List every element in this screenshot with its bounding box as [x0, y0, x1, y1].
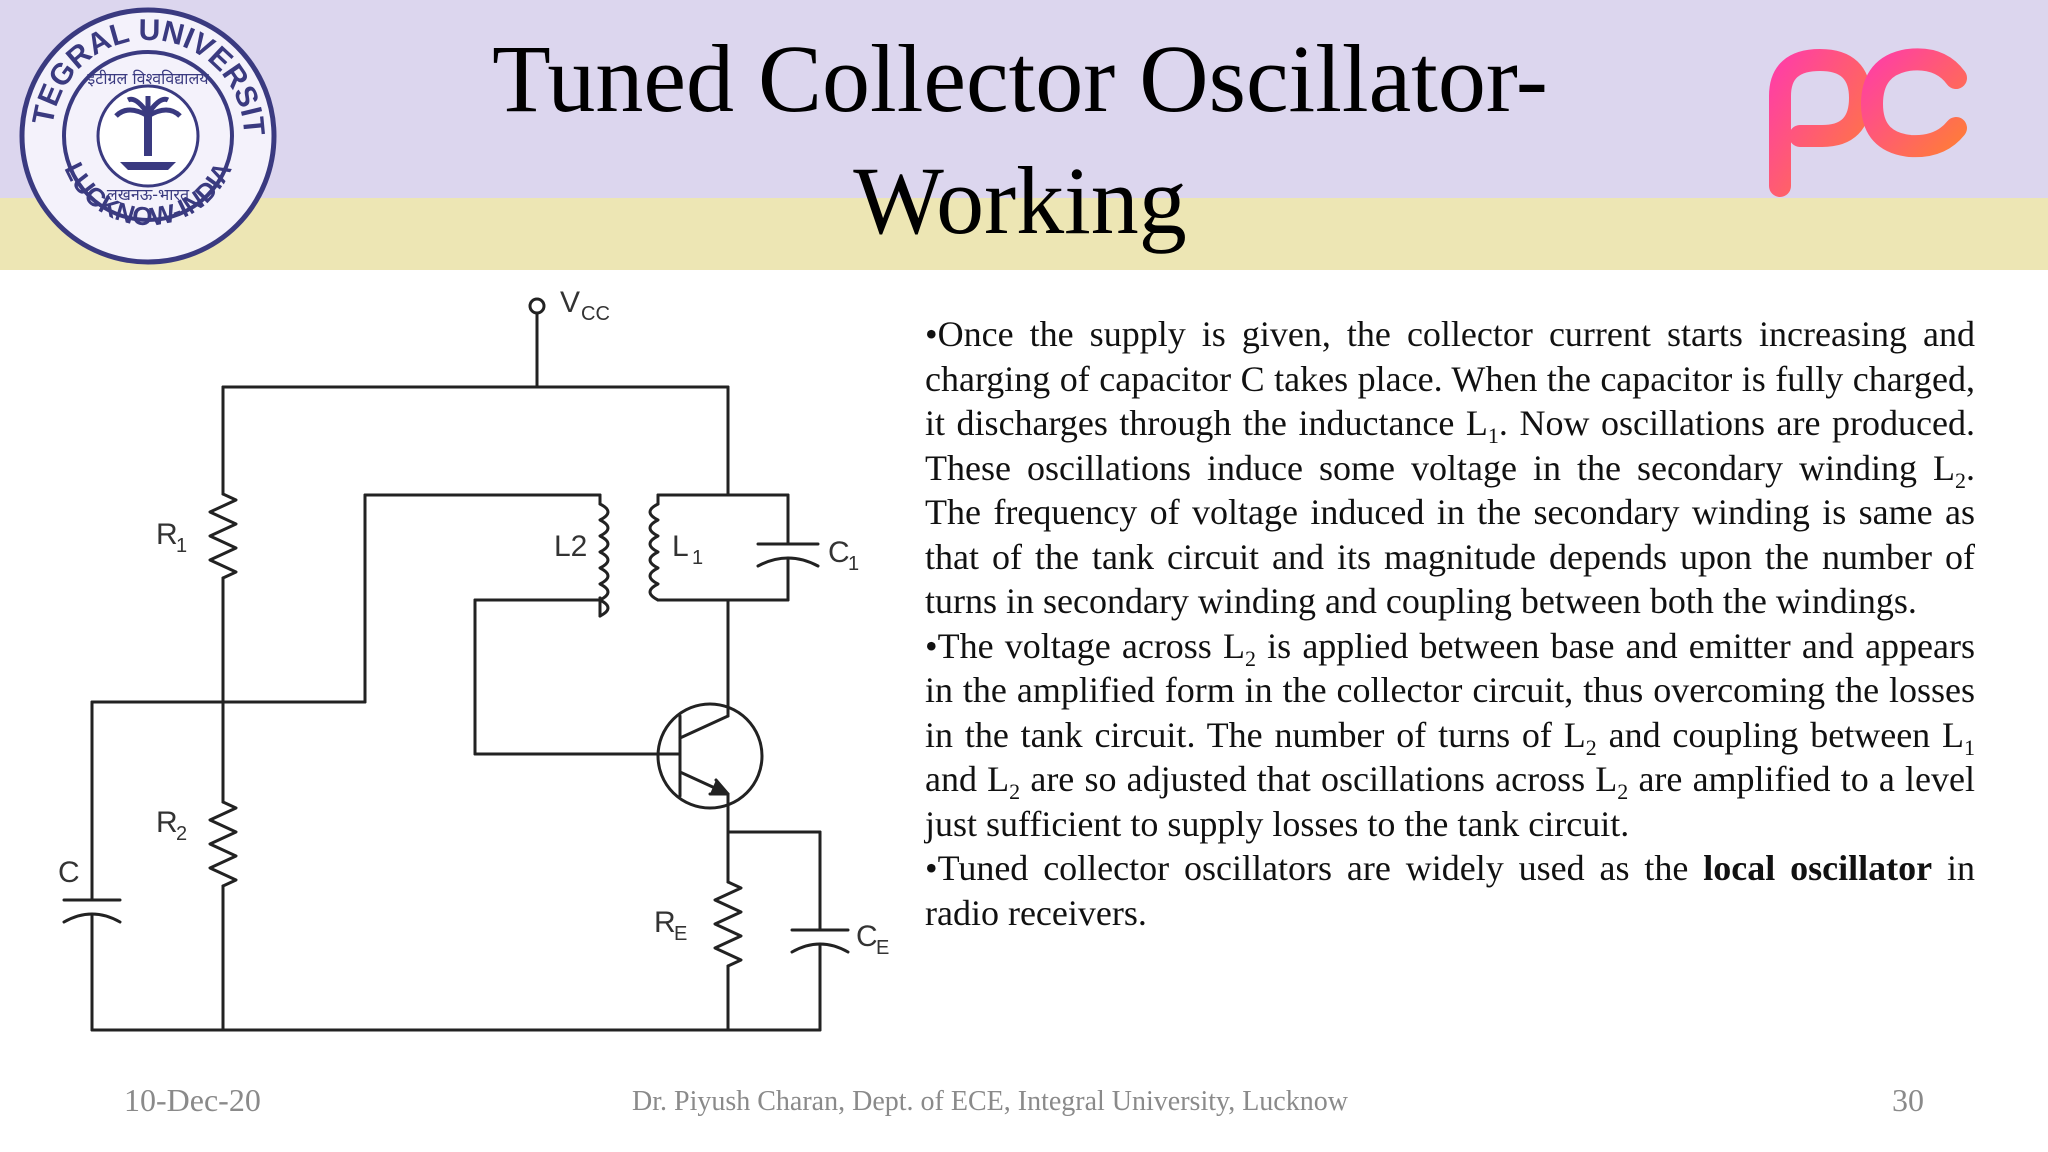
vcc-label-sub: CC: [581, 303, 610, 325]
footer-date: 10-Dec-20: [124, 1082, 261, 1118]
tuned-collector-oscillator-circuit: V CC R 1 R 2 C L2 L 1 C 1 R E C E: [58, 286, 889, 1032]
ce-label: C: [856, 920, 878, 953]
seal-hindi-bottom-text: लखनऊ-भारत: [107, 185, 190, 204]
re-resistor: [713, 880, 743, 968]
r1-label: R: [156, 518, 178, 551]
slide-title-line1: Tuned Collector Oscillator-: [492, 25, 1548, 132]
r1-label-sub: 1: [176, 535, 187, 557]
slide-body-text: •Once the supply is given, the collector…: [925, 312, 1975, 935]
l2-coil: [598, 502, 610, 618]
re-label: R: [654, 906, 676, 939]
r2-resistor: [208, 800, 238, 888]
l2-label: L2: [554, 530, 587, 563]
footer-author: Dr. Piyush Charan, Dept. of ECE, Integra…: [632, 1086, 1348, 1117]
seal-hindi-text: इंटीग्रल विश्वविद्यालय: [87, 69, 209, 88]
transistor-npn: [656, 702, 764, 810]
slide-title: Tuned Collector Oscillator- Working: [300, 18, 1740, 262]
c1-label-sub: 1: [848, 553, 859, 575]
r2-label: R: [156, 806, 178, 839]
paragraph-1: •Once the supply is given, the collector…: [925, 314, 1975, 621]
slide-number: 30: [1892, 1082, 1924, 1118]
r1-resistor: [208, 492, 238, 580]
university-seal-logo: INTEGRAL UNIVERSITY LUCKNOW-INDIA इंटीग्…: [16, 4, 277, 265]
re-label-sub: E: [674, 923, 687, 945]
ce-label-sub: E: [876, 937, 889, 959]
pc-logo: pc: [1760, 36, 1967, 197]
paragraph-3: •Tuned collector oscillators are widely …: [925, 848, 1975, 933]
pc-logo-text: pc: [1760, 36, 1762, 37]
header-band: [0, 0, 2048, 198]
c-label: C: [58, 856, 80, 889]
r2-label-sub: 2: [176, 823, 187, 845]
l1-label: L: [672, 530, 689, 563]
vcc-terminal: [528, 297, 546, 315]
c1-label: C: [828, 536, 850, 569]
l1-label-sub: 1: [692, 547, 703, 569]
slide-title-line2: Working: [853, 147, 1187, 254]
paragraph-2: •The voltage across L2 is applied betwee…: [925, 625, 1976, 844]
header-band-accent: [0, 198, 2048, 270]
l1-coil: [648, 502, 660, 602]
vcc-label: V: [560, 286, 580, 319]
